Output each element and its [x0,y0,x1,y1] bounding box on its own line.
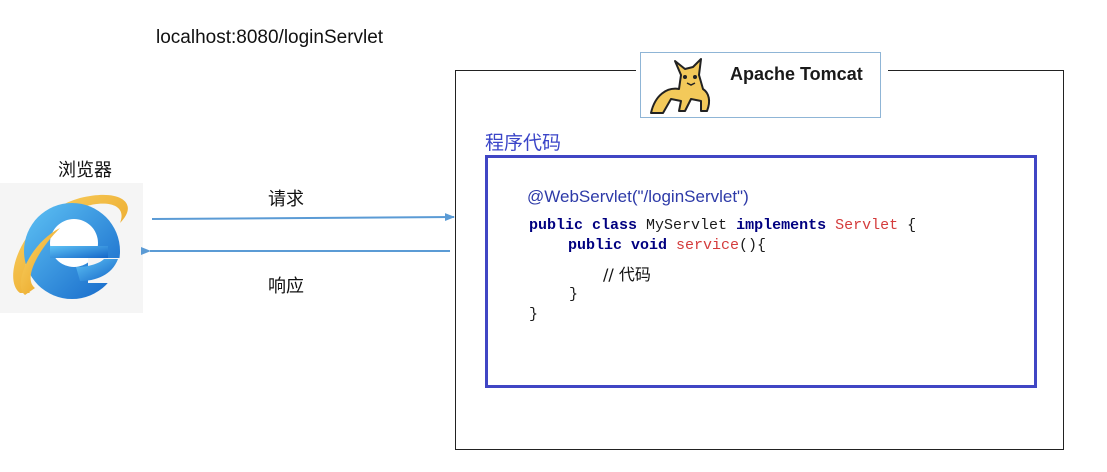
internet-explorer-icon [0,183,143,313]
method-name: service [667,237,740,254]
class-open-brace: { [898,217,917,234]
class-keyword: public class [529,217,638,234]
method-keyword: public void [568,237,668,254]
request-arrow [151,213,455,222]
browser-label: 浏览器 [58,160,112,181]
implements-keyword: implements [736,217,827,234]
class-declaration-line: public class MyServlet implements Servle… [529,217,916,234]
tomcat-logo-text: Apache Tomcat [730,64,863,84]
code-title: 程序代码 [485,132,562,154]
response-label: 响应 [268,276,304,297]
webservlet-annotation: @WebServlet("/loginServlet") [527,187,749,206]
url-text: localhost:8080/loginServlet [156,27,384,48]
method-params: (){ [739,237,767,254]
request-label: 请求 [268,189,304,210]
code-box [485,155,1037,388]
method-close-brace: } [569,286,579,303]
interface-name: Servlet [826,217,899,234]
class-close-brace: } [529,306,539,323]
class-name: MyServlet [637,217,737,234]
tomcat-cat-icon [650,58,711,114]
method-declaration-line: public void service(){ [568,237,766,254]
tomcat-logo: Apache Tomcat [636,50,888,122]
code-comment: // 代码 [603,265,651,284]
